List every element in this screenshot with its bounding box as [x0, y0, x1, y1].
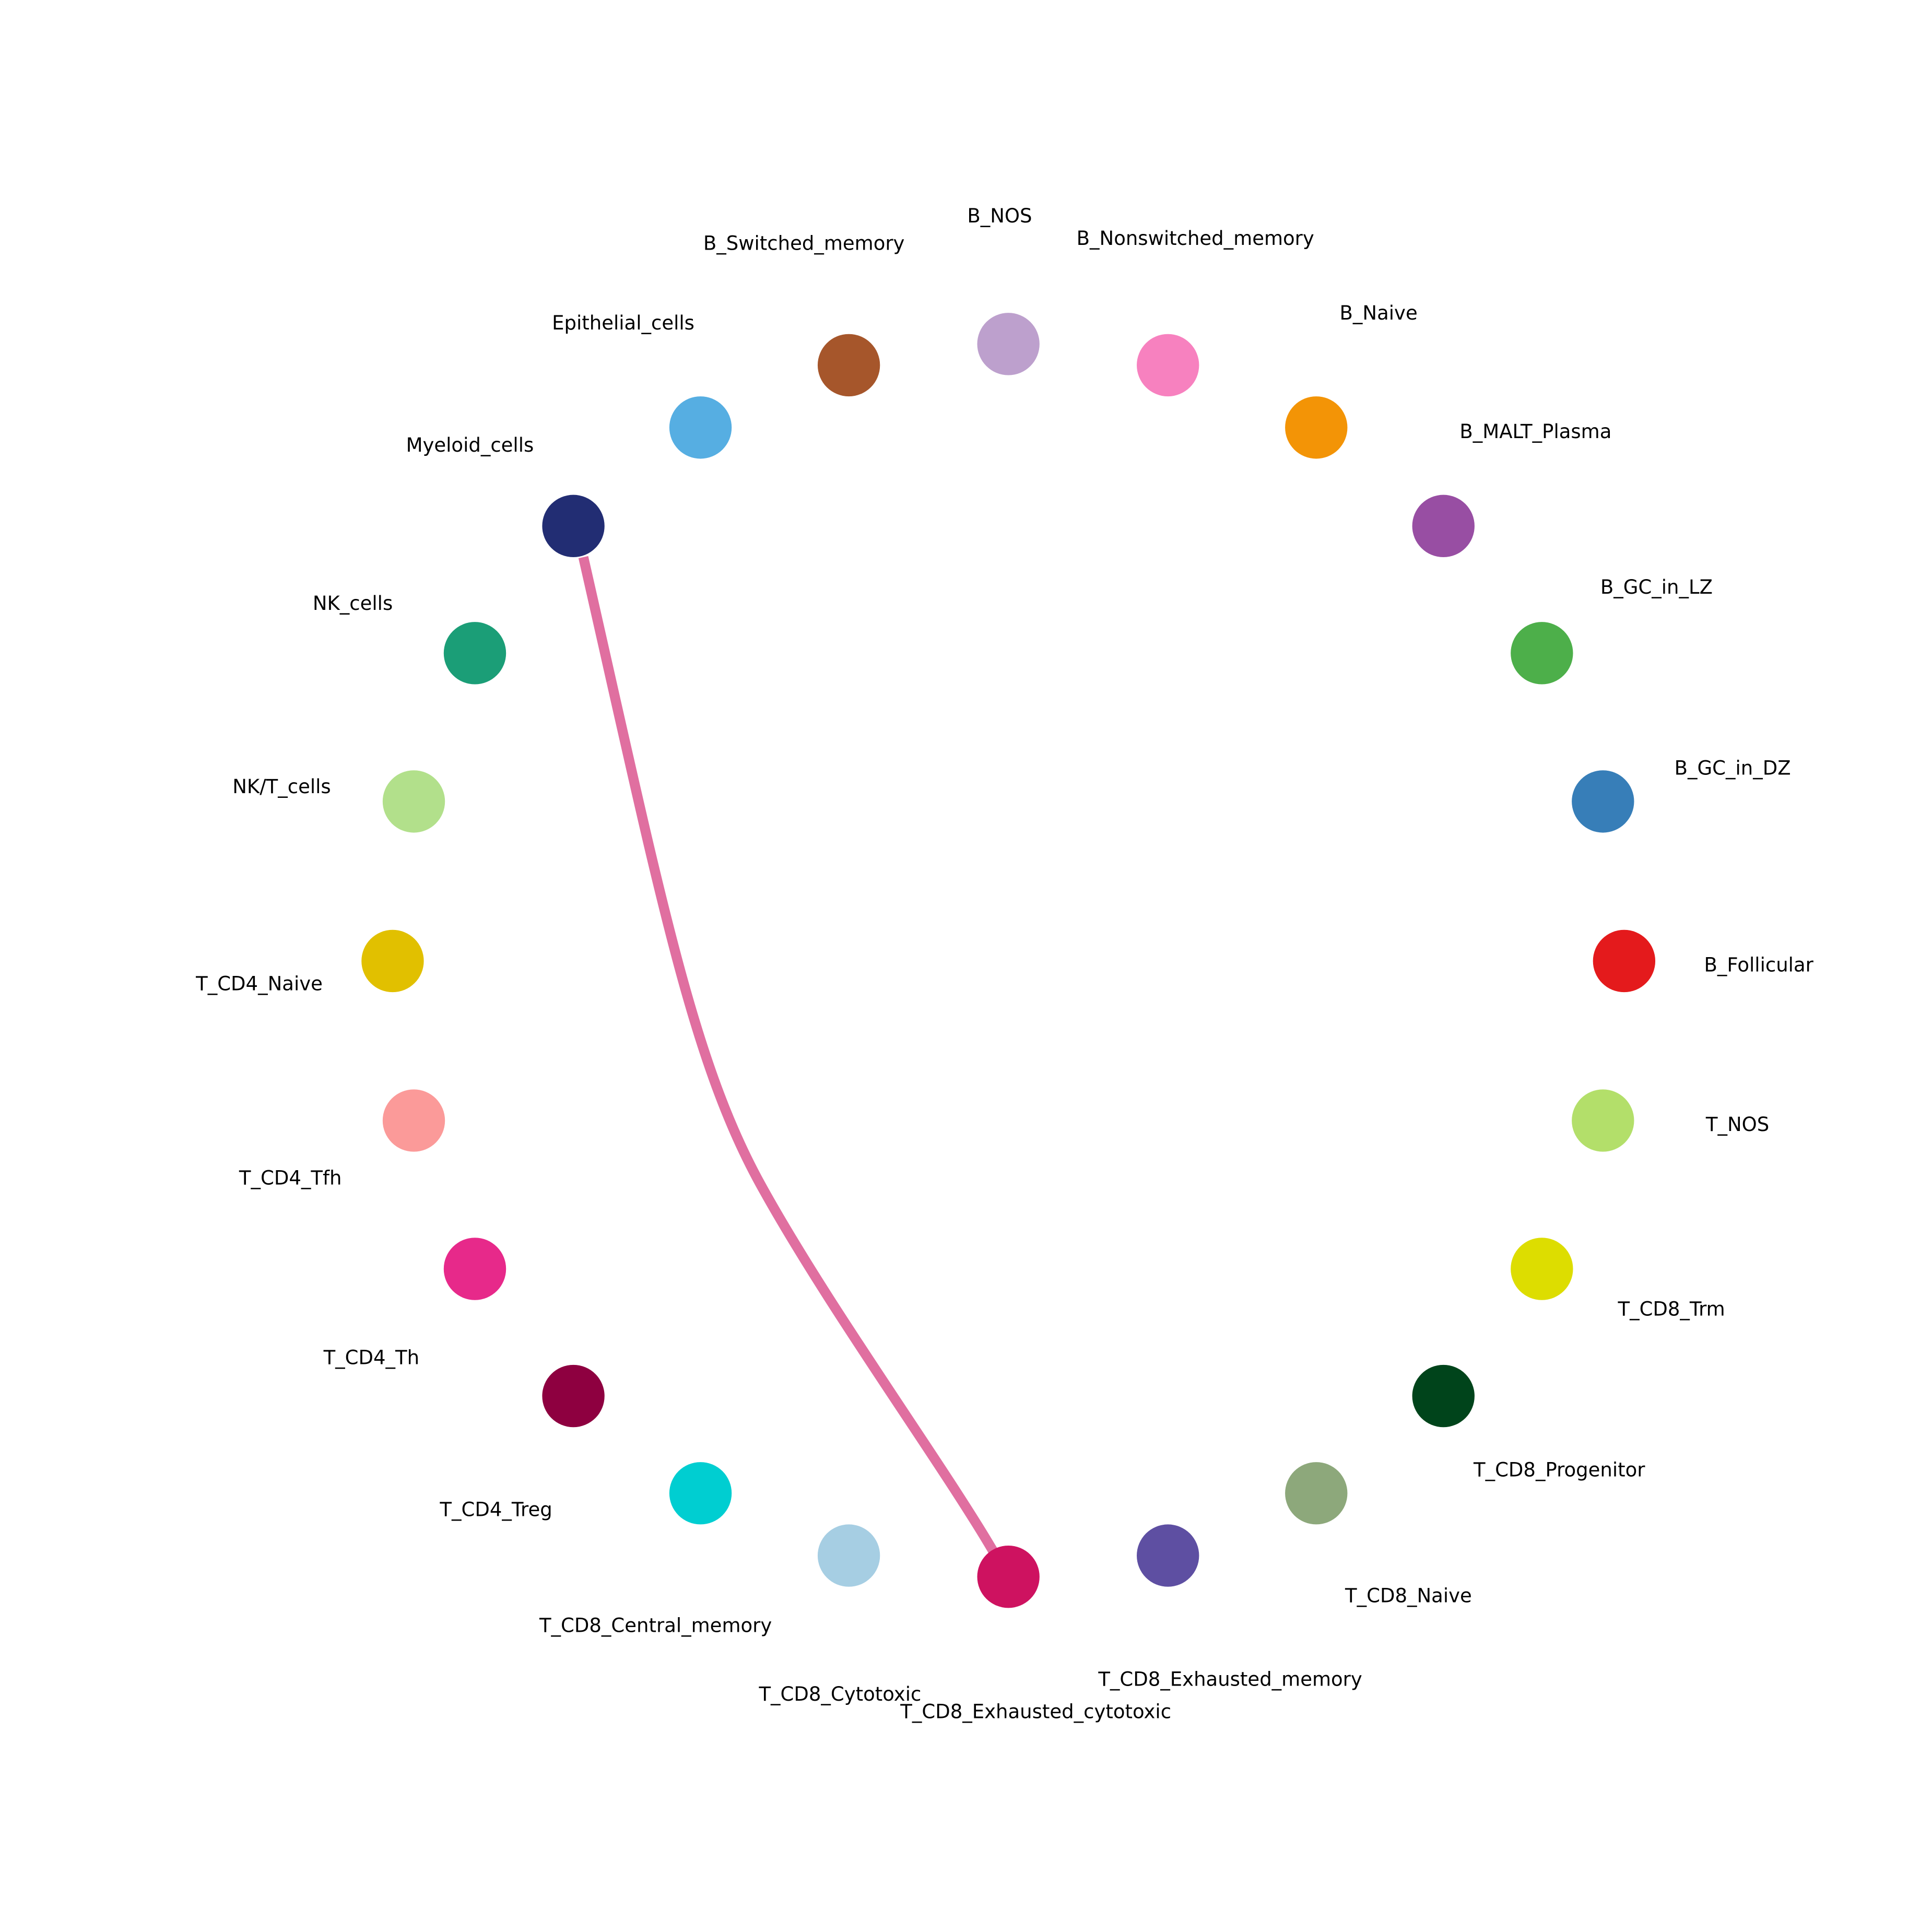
node-t-cd8-trm	[1511, 1238, 1573, 1300]
node-b-nonswitched-memory	[1137, 334, 1199, 397]
node-t-cd4-treg	[542, 1364, 605, 1428]
node-b-follicular	[1593, 929, 1656, 993]
node-label: T_CD8_Exhausted_cytotoxic	[900, 1700, 1171, 1723]
node-epithelial-cells	[669, 396, 732, 459]
node-t-cd8-central-memory	[669, 1462, 732, 1525]
node-nk-cells	[443, 622, 506, 685]
node-t-cd4-naive	[361, 929, 424, 993]
node-label: B_NOS	[967, 205, 1032, 227]
node-label: NK/T_cells	[232, 775, 331, 798]
node-label: B_Naive	[1340, 302, 1418, 324]
node-label: Epithelial_cells	[552, 312, 694, 334]
node-t-cd4-th	[443, 1238, 506, 1300]
node-t-cd8-exhausted-cytotoxic	[977, 1546, 1040, 1608]
node-t-nos	[1572, 1089, 1634, 1152]
node-t-cd8-progenitor	[1412, 1364, 1475, 1428]
node-t-cd8-naive	[1285, 1462, 1348, 1525]
node-t-cd8-cytotoxic	[817, 1524, 880, 1587]
node-label: T_CD4_Th	[323, 1346, 420, 1369]
node-label: T_CD8_Cytotoxic	[758, 1683, 921, 1705]
node-label: NK_cells	[313, 592, 393, 615]
node-t-cd4-tfh	[382, 1089, 445, 1152]
node-label: B_Nonswitched_memory	[1077, 227, 1314, 250]
node-nk-t-cells	[382, 770, 445, 833]
node-b-gc-in-dz	[1572, 770, 1634, 833]
node-b-switched-memory	[817, 334, 880, 397]
node-label: B_Follicular	[1704, 954, 1814, 976]
node-label: B_GC_in_DZ	[1675, 757, 1791, 779]
node-b-naive	[1285, 396, 1348, 459]
node-label: T_CD8_Progenitor	[1473, 1458, 1645, 1481]
node-label: T_NOS	[1705, 1113, 1769, 1136]
node-label: B_GC_in_LZ	[1600, 576, 1713, 598]
node-label: Myeloid_cells	[406, 434, 534, 456]
node-t-cd8-exhausted-memory	[1137, 1524, 1199, 1587]
node-b-gc-in-lz	[1511, 622, 1573, 685]
node-label: T_CD4_Naive	[195, 972, 323, 995]
node-label: T_CD8_Central_memory	[539, 1615, 772, 1637]
node-label: T_CD4_Tfh	[239, 1167, 342, 1189]
node-label: B_MALT_Plasma	[1459, 420, 1611, 443]
node-b-malt-plasma	[1412, 494, 1475, 558]
node-label: T_CD8_Naive	[1345, 1584, 1472, 1607]
edge-0	[578, 556, 1002, 1561]
node-label: B_Switched_memory	[703, 232, 905, 254]
node-label: T_CD8_Exhausted_memory	[1098, 1668, 1362, 1690]
node-b-nos	[977, 313, 1040, 375]
node-label: T_CD4_Treg	[439, 1499, 552, 1521]
node-myeloid-cells	[542, 494, 605, 558]
node-label: T_CD8_Trm	[1617, 1298, 1725, 1320]
